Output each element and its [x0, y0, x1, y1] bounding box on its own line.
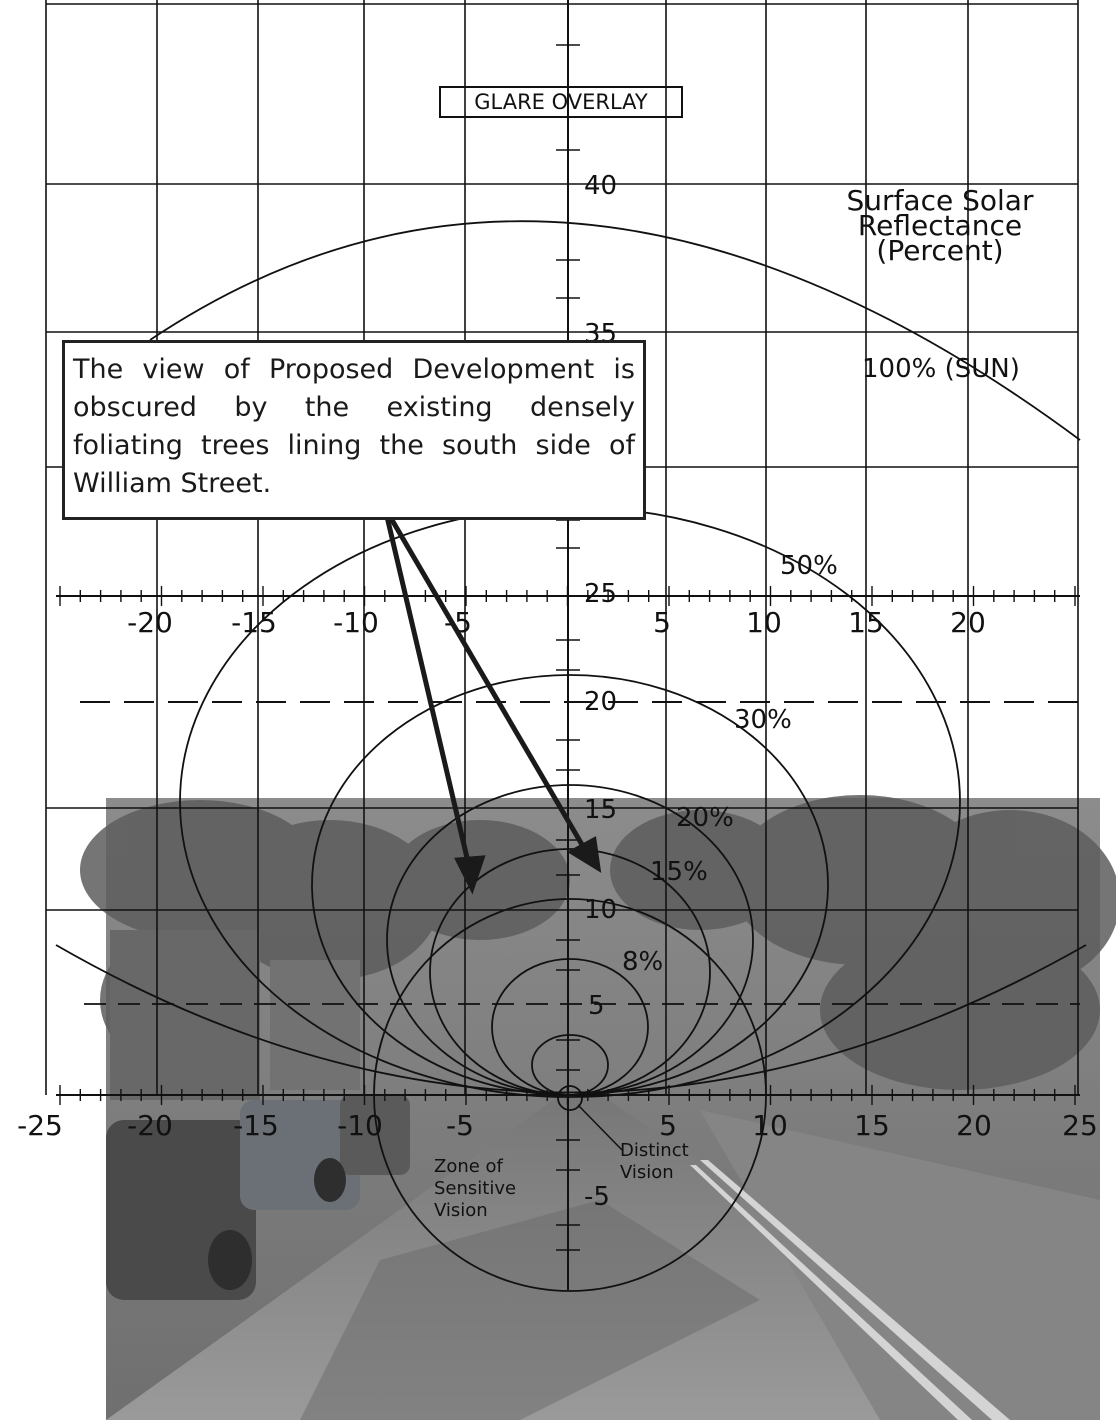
distinct-vision-circle [557, 1085, 583, 1111]
legend-title: Surface Solar Reflectance (Percent) [810, 184, 1070, 267]
arrow-left-head [454, 855, 486, 895]
v-tick-40: 40 [584, 171, 617, 201]
v-tick-25: 25 [584, 579, 617, 609]
v-tick-20: 20 [584, 687, 617, 717]
distinct-label-line-2: Vision [620, 1162, 674, 1183]
u-tick-20: 20 [950, 606, 986, 639]
contour-100-lower [55, 944, 1087, 1094]
l-tick-25: 25 [1062, 1109, 1098, 1142]
zone-label-line-1: Zone of [434, 1156, 503, 1177]
glare-contours [55, 220, 1087, 1292]
contour-100 [149, 220, 1081, 441]
street-photo [80, 795, 1116, 1420]
legend-title-line-2: Reflectance [857, 209, 1023, 242]
glare-overlay-title: GLARE OVERLAY [439, 86, 683, 118]
u-tick-10: 10 [746, 606, 782, 639]
l-tick-15: 15 [854, 1109, 890, 1142]
l-tick-neg20: -20 [127, 1109, 173, 1142]
l-tick-5: 5 [659, 1109, 677, 1142]
label-15: 15% [650, 857, 708, 887]
zone-label-line-3: Vision [434, 1200, 488, 1221]
zone-label-line-2: Sensitive [434, 1178, 517, 1199]
v-tick-10: 10 [584, 895, 617, 925]
arrow-right-shaft [382, 506, 587, 850]
arrow-right-head [567, 836, 602, 873]
label-100-sun: 100% (SUN) [862, 354, 1020, 384]
callout-arrows [382, 506, 602, 895]
v-tick-15: 15 [584, 795, 617, 825]
v-tick-5: 5 [588, 991, 605, 1021]
sensitive-vision-circle [373, 898, 767, 1292]
l-tick-neg15: -15 [233, 1109, 279, 1142]
lower-axis-labels: -25 -20 -15 -10 -5 5 10 15 20 25 [17, 1109, 1098, 1142]
l-tick-neg25: -25 [17, 1109, 63, 1142]
label-50: 50% [780, 551, 838, 581]
l-tick-10: 10 [752, 1109, 788, 1142]
label-30: 30% [734, 705, 792, 735]
distinct-vision-leader [577, 1104, 623, 1151]
legend-title-line-1: Surface Solar [846, 184, 1034, 217]
callout-box: The view of Proposed Development is obsc… [62, 340, 646, 520]
label-8: 8% [622, 947, 663, 977]
contour-inner [531, 1034, 609, 1096]
u-tick-5: 5 [653, 606, 671, 639]
u-tick-15: 15 [848, 606, 884, 639]
legend-title-line-3: (Percent) [876, 234, 1004, 267]
label-20: 20% [676, 803, 734, 833]
distinct-vision-label: Distinct Vision [620, 1140, 689, 1184]
contour-labels: 100% (SUN) 50% 30% 20% 15% 8% [622, 354, 1020, 977]
u-tick-neg10: -10 [333, 606, 379, 639]
l-tick-neg10: -10 [337, 1109, 383, 1142]
l-tick-neg5: -5 [446, 1109, 474, 1142]
vertical-axis-tick-marks [556, 44, 580, 1251]
horizontal-axis-tick-marks [59, 586, 1076, 1105]
zone-of-sensitive-vision-label: Zone of Sensitive Vision [434, 1156, 516, 1222]
upper-axis-labels: -20 -15 -10 -5 5 10 15 20 [127, 606, 986, 639]
arrow-left-shaft [382, 507, 471, 863]
u-tick-neg20: -20 [127, 606, 173, 639]
l-tick-20: 20 [956, 1109, 992, 1142]
u-tick-neg15: -15 [231, 606, 277, 639]
v-tick-neg5: -5 [584, 1182, 610, 1212]
distinct-label-line-1: Distinct [620, 1140, 689, 1161]
